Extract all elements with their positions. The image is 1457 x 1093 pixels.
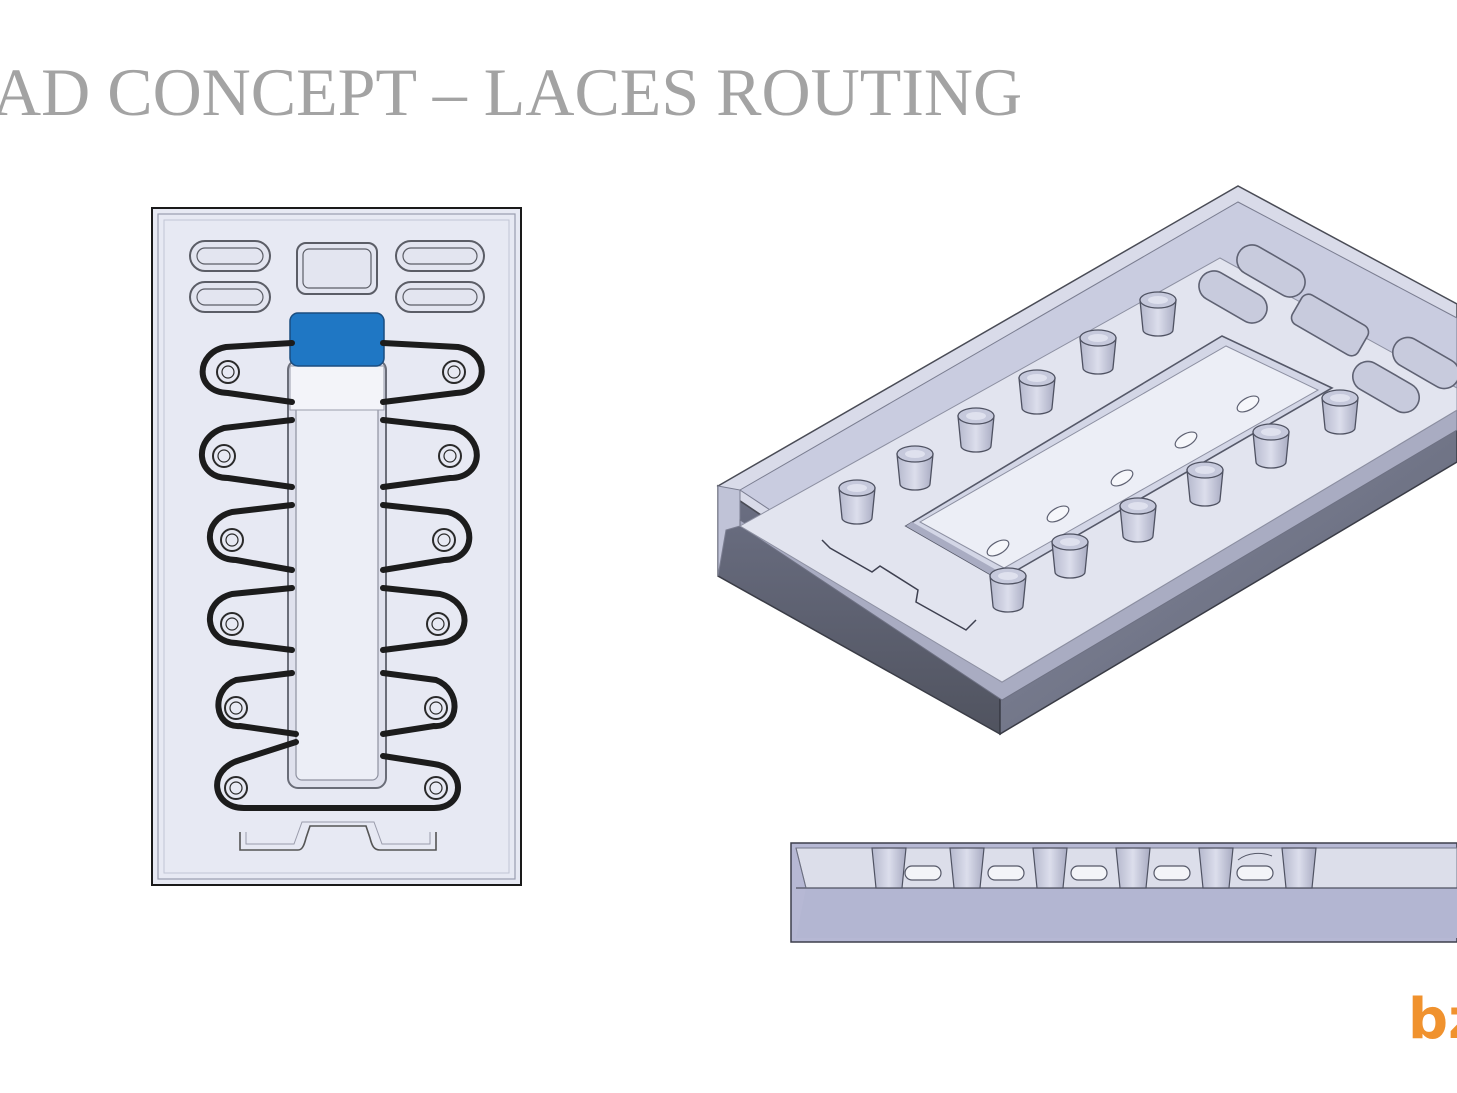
company-logo: bz — [1408, 987, 1457, 1052]
tray-inner-edge — [157, 213, 516, 880]
isometric-tray — [716, 185, 1457, 736]
slot-bottom-right — [395, 281, 485, 313]
slot-center-pocket — [296, 242, 378, 295]
side-view-tray — [790, 842, 1457, 943]
lace-tab-highlight — [289, 312, 385, 367]
slot-top-right — [395, 240, 485, 272]
slot-bottom-left — [189, 281, 271, 313]
tray-floor-edge — [163, 219, 510, 874]
top-view-tray — [151, 207, 522, 886]
slide-title: AD CONCEPT – LACES ROUTING — [0, 54, 1023, 130]
lace-routing — [198, 340, 485, 811]
bottom-notch — [239, 825, 437, 851]
post-set — [838, 291, 1359, 613]
slot-group — [189, 240, 485, 313]
eyelets — [212, 360, 466, 800]
slot-top-left — [189, 240, 271, 272]
